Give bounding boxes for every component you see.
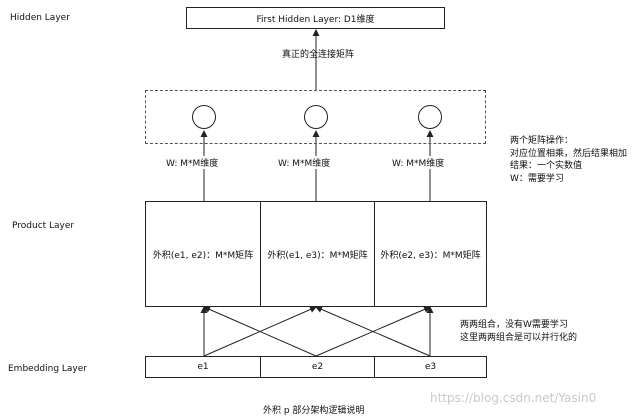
first-hidden-layer-box: First Hidden Layer: D1维度: [186, 7, 445, 29]
product-cell-2: 外积(e1, e3)：M*M矩阵: [260, 201, 375, 307]
product-layer-label: Product Layer: [12, 221, 75, 231]
first-hidden-layer-label: First Hidden Layer: D1维度: [256, 14, 375, 25]
matrix-ops-note-line-1: 两个矩阵操作：: [510, 136, 574, 146]
embedding-cell-e3: e3: [374, 356, 487, 378]
combination-note: 两两组合，没有W需要学习 这里两两组合是可以并行化的: [460, 319, 577, 344]
product-cell-1: 外积(e1, e2)：M*M矩阵: [145, 201, 261, 307]
product-cell-3-label: 外积(e2, e3)：M*M矩阵: [380, 250, 481, 261]
arrow-e3-to-p2: [315, 306, 431, 357]
matrix-ops-note-line-2: 对应位置相乘，然后结果相加: [510, 148, 628, 159]
combination-note-line-2: 这里两两组合是可以并行化的: [460, 332, 578, 343]
embedding-cell-e3-label: e3: [424, 362, 437, 372]
node-circle-3: [418, 105, 442, 129]
combination-note-line-1: 两两组合，没有W需要学习: [460, 320, 568, 330]
product-cell-3: 外积(e2, e3)：M*M矩阵: [374, 201, 487, 307]
node-circle-2: [304, 105, 328, 129]
weight-label-2: W: M*M维度: [277, 156, 332, 169]
matrix-ops-note-line-3: 结果：一个实数值: [510, 161, 583, 171]
embedding-cell-e2-label: e2: [311, 362, 324, 372]
weight-label-1: W: M*M维度: [165, 156, 220, 169]
matrix-ops-note: 两个矩阵操作： 对应位置相乘，然后结果相加 结果：一个实数值 W：需要学习: [510, 135, 627, 185]
matrix-ops-note-line-4: W：需要学习: [510, 173, 564, 184]
node-circle-1: [192, 105, 216, 129]
product-cell-2-label: 外积(e1, e3)：M*M矩阵: [267, 250, 368, 261]
product-cell-1-label: 外积(e1, e2)：M*M矩阵: [152, 250, 254, 261]
hidden-layer-label: Hidden Layer: [10, 13, 70, 23]
dashed-circle-group: [145, 90, 486, 144]
diagram-caption: 外积 p 部分架构逻辑说明: [263, 406, 365, 416]
embedding-layer-label: Embedding Layer: [8, 364, 88, 374]
full-connection-matrix-label: 真正的全连接矩阵: [282, 50, 355, 60]
embedding-cell-e1: e1: [145, 356, 261, 378]
embedding-cell-e2: e2: [260, 356, 375, 378]
weight-label-3: W: M*M维度: [391, 156, 446, 169]
arrow-e2-to-p1: [203, 306, 317, 357]
embedding-cell-e1-label: e1: [197, 362, 209, 372]
watermark-text: https://blog.csdn.net/Yasin0: [430, 391, 597, 405]
